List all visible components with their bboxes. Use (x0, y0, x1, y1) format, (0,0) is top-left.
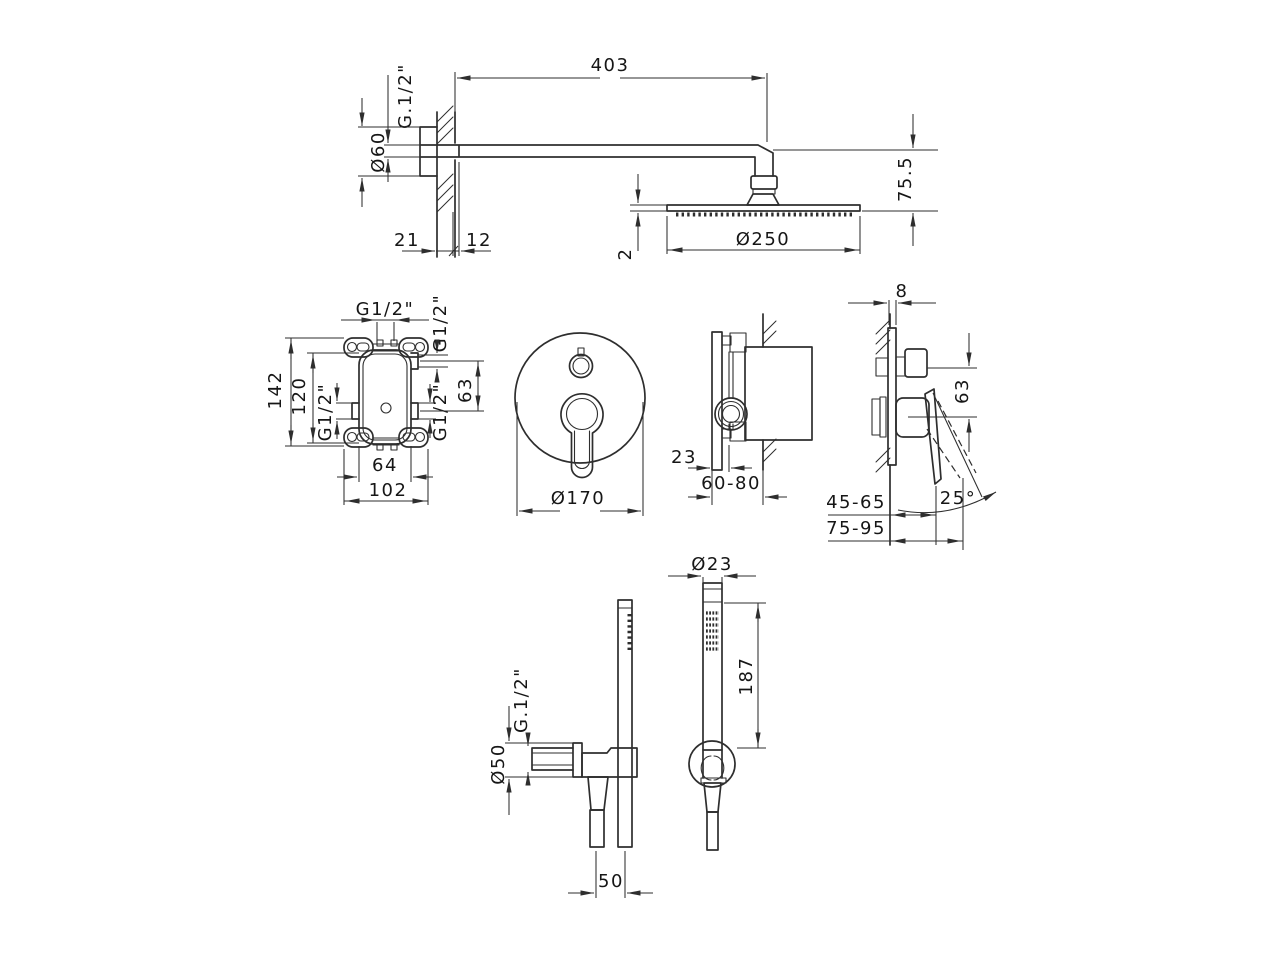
dim-handle-diameter: Ø23 (691, 554, 733, 575)
dimensions-trim-front: Ø170 (516, 402, 644, 516)
dim-thread-right: G1/2" (430, 383, 451, 442)
dim-flange-depth: 21 (394, 230, 420, 251)
handshower-wand (702, 582, 723, 751)
wall-section (436, 105, 456, 258)
wall-section-side (762, 313, 777, 471)
dimensions-trim-side: 8 63 45-65 75-95 25° (826, 281, 997, 550)
valve-connection (714, 397, 748, 431)
side-ports (351, 352, 419, 420)
wall-section-trim (875, 313, 891, 546)
dim-thread-top-right: G1/2" (430, 294, 451, 353)
hose-front (703, 782, 722, 851)
lever-side (871, 388, 983, 498)
arm-swivel-nut (750, 175, 778, 190)
trim-plate-side (887, 327, 897, 466)
dim-plate-thickness: 8 (896, 281, 909, 302)
dim-plate-diameter: Ø170 (551, 488, 606, 509)
shower-arm (419, 126, 780, 206)
dimensions-overhead: 403 G.1/2" Ø60 21 12 2 Ø250 (358, 55, 938, 260)
hose-side (587, 776, 609, 848)
diverter-knob-side (875, 348, 928, 378)
head-joint-cone (746, 193, 780, 206)
dim-knob-to-lever: 63 (952, 378, 973, 404)
lever-handle (560, 393, 604, 479)
dim-axis-distance: 50 (598, 871, 624, 892)
lever-blade (924, 388, 942, 485)
dim-height-overall: 142 (265, 371, 286, 410)
view-overhead-shower: 403 G.1/2" Ø60 21 12 2 Ø250 (358, 55, 938, 260)
arm-flange (419, 126, 438, 177)
wall-outlet (531, 742, 638, 778)
dim-port-offset: 63 (455, 377, 476, 403)
outlet-flange (572, 742, 583, 778)
dim-head-drop: 75.5 (895, 156, 916, 202)
dimensions-handshower-side: G.1/2" Ø50 50 (488, 667, 653, 898)
dim-arm-thread: G.1/2" (395, 63, 416, 129)
view-handshower-side: G.1/2" Ø50 50 (488, 599, 653, 898)
dim-thread-left: G1/2" (315, 383, 336, 442)
top-port-stub-left (376, 339, 384, 347)
dim-projection-open: 75-95 (826, 518, 886, 539)
dim-width-overall: 102 (369, 480, 408, 501)
dim-rose-diameter: Ø60 (368, 131, 389, 173)
dim-outlet-thread: G.1/2" (511, 667, 532, 733)
swing-arc (897, 491, 997, 514)
dim-width-body: 64 (372, 455, 398, 476)
view-mixer-front: G1/2" G1/2" 142 120 G1/2" G1/2" (265, 294, 484, 505)
mounting-ears (343, 337, 429, 451)
dim-arm-length: 403 (591, 55, 630, 76)
dim-height-body: 120 (289, 377, 310, 416)
dim-recess-depth: 60-80 (701, 473, 761, 494)
dim-rose-diameter-hand: Ø50 (488, 743, 509, 785)
dim-handle-length: 187 (736, 657, 757, 696)
holder-ring (688, 740, 736, 788)
mixer-body (351, 349, 419, 445)
view-mixer-side: 23 60-80 (671, 313, 813, 505)
dim-lever-swing: 25° (940, 488, 976, 509)
handshower-in-holder (617, 599, 633, 848)
holder-body (581, 747, 638, 778)
recessed-box (744, 346, 813, 441)
dim-head-diameter: Ø250 (736, 229, 791, 250)
clamp-screws (721, 332, 747, 442)
dim-thread-top: G1/2" (356, 299, 415, 320)
dimensions-mixer-front: G1/2" G1/2" 142 120 G1/2" G1/2" (265, 294, 484, 505)
view-trim-front: Ø170 (514, 332, 646, 516)
dim-head-thickness: 2 (615, 248, 636, 261)
shower-head (666, 204, 861, 217)
trim-plate (514, 332, 646, 464)
diverter-knob (568, 347, 594, 379)
body-center-hole (380, 402, 392, 414)
dim-front-depth: 23 (671, 447, 697, 468)
view-trim-side: 8 63 45-65 75-95 25° (826, 281, 997, 550)
dim-wall-depth: 12 (466, 230, 492, 251)
dim-projection-closed: 45-65 (826, 492, 886, 513)
spray-face-front (706, 611, 719, 651)
lever-blade-open-position (926, 400, 977, 479)
view-handshower-front: Ø23 187 (668, 554, 766, 851)
dimensions-handshower-front: Ø23 187 (668, 554, 766, 749)
dimensions-mixer-side: 23 60-80 (671, 440, 787, 505)
